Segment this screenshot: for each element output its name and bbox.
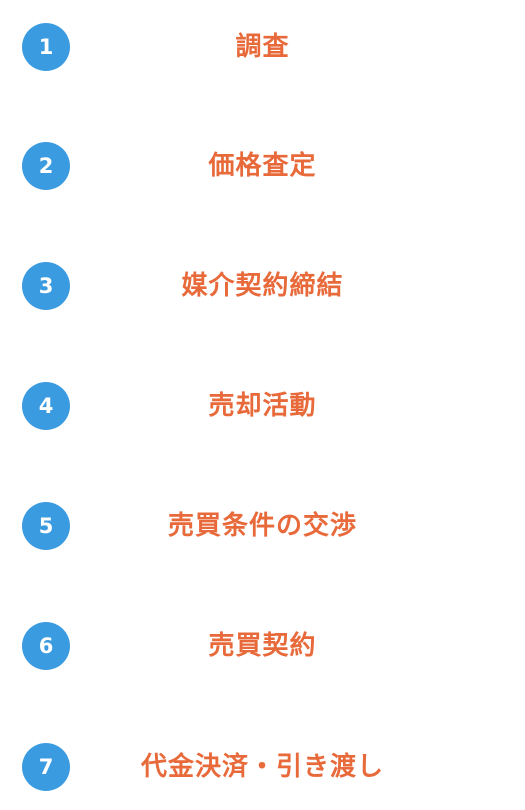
step-number-badge: 1 bbox=[22, 23, 70, 71]
step-label: 売買契約 bbox=[208, 631, 317, 661]
step-label: 調査 bbox=[235, 32, 290, 62]
step-label: 媒介契約締結 bbox=[181, 271, 344, 301]
step-3: 3 媒介契約締結 bbox=[0, 256, 525, 316]
step-number-badge: 3 bbox=[22, 262, 70, 310]
step-label: 売買条件の交渉 bbox=[167, 511, 357, 541]
step-number-badge: 4 bbox=[22, 382, 70, 430]
step-7: 7 代金決済・引き渡し bbox=[0, 737, 525, 797]
step-number-badge: 2 bbox=[22, 142, 70, 190]
step-label: 売却活動 bbox=[208, 391, 317, 421]
step-number-badge: 5 bbox=[22, 502, 70, 550]
step-label: 代金決済・引き渡し bbox=[140, 752, 384, 782]
step-number-badge: 6 bbox=[22, 622, 70, 670]
step-6: 6 売買契約 bbox=[0, 616, 525, 676]
step-number-badge: 7 bbox=[22, 743, 70, 791]
step-5: 5 売買条件の交渉 bbox=[0, 496, 525, 556]
step-2: 2 価格査定 bbox=[0, 136, 525, 196]
step-4: 4 売却活動 bbox=[0, 376, 525, 436]
step-1: 1 調査 bbox=[0, 17, 525, 77]
step-label: 価格査定 bbox=[208, 151, 317, 181]
